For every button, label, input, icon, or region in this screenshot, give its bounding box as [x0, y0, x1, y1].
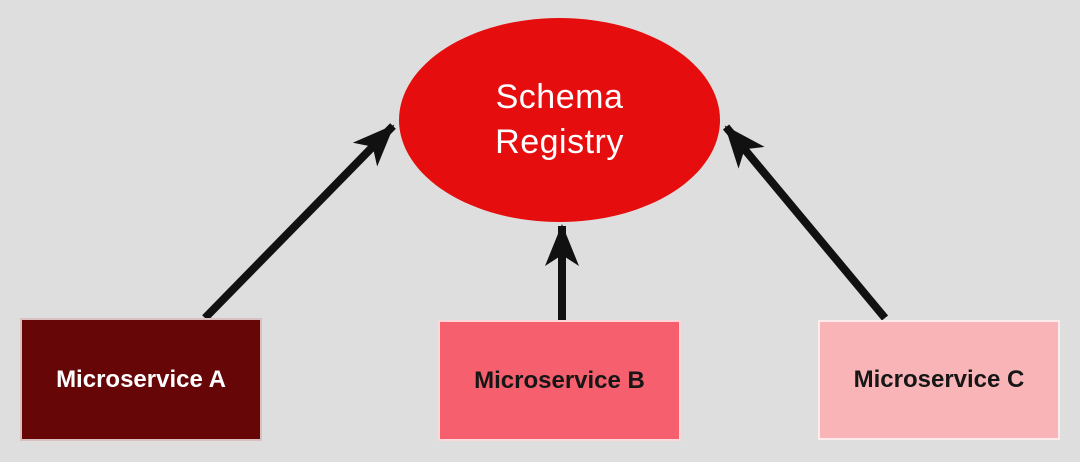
arrow-service-c-to-registry [722, 124, 889, 321]
schema-registry-node: Schema Registry [399, 18, 720, 222]
microservice-a-node: Microservice A [20, 318, 262, 441]
schema-registry-label: Schema Registry [495, 78, 624, 161]
microservice-b-node: Microservice B [438, 320, 681, 441]
microservice-a-label: Microservice A [56, 365, 226, 393]
arrow-service-a-to-registry [202, 123, 396, 321]
microservice-b-label: Microservice B [474, 366, 645, 394]
microservice-c-label: Microservice C [853, 366, 1025, 393]
microservice-c-node: Microservice C [818, 320, 1060, 440]
